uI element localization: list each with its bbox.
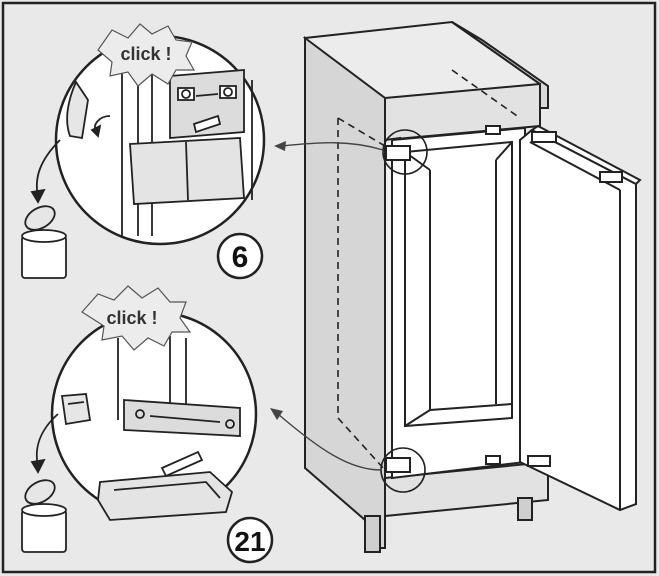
click-label-top: click ! [120,44,171,64]
bottom-magnified-view: click ! [50,285,258,521]
bottom-leader-arrowhead [270,408,283,420]
top-leader-arrowhead [274,141,286,151]
step-badge-6: 6 [216,232,264,280]
top-leader-line [281,142,384,151]
bottom-leader-line [277,413,382,471]
step-badge-21: 21 [226,516,274,564]
step-number-bottom: 21 [234,526,265,557]
top-magnified-view: click ! [54,23,266,246]
step-number-top: 6 [232,241,249,274]
disposal-bin-top [21,139,67,279]
click-label-bottom: click ! [106,308,157,328]
appliance [337,69,526,480]
top-hinge-highlight [382,129,428,175]
click-badge-top: click ! [97,23,196,87]
click-badge-bottom: click ! [81,285,192,351]
disposal-bin-bottom [21,413,67,553]
appliance-door [519,124,642,512]
